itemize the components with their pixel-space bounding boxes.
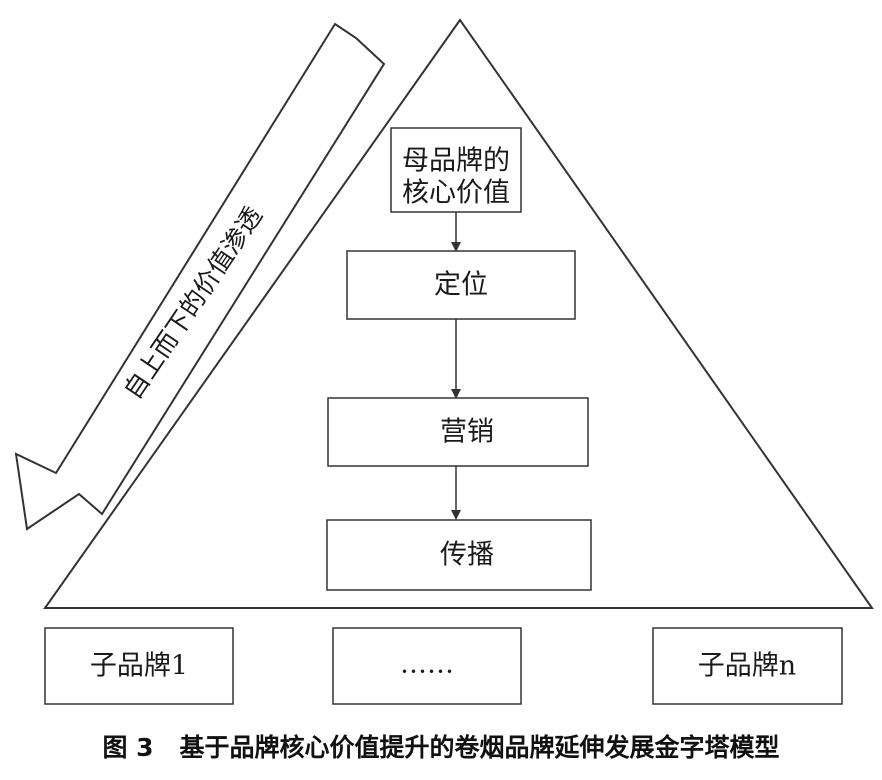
communication-box xyxy=(326,519,592,591)
positioning-box xyxy=(346,250,576,320)
sub-brand-box-ellipsis xyxy=(332,627,522,705)
figure-title: 基于品牌核心价值提升的卷烟品牌延伸发展金字塔模型 xyxy=(179,733,780,762)
marketing-box xyxy=(327,397,589,467)
core-value-line1: 母品牌的 xyxy=(402,146,510,177)
pyramid-diagram: 自上而下的价值渗透 母品牌的 核心价值 定位 营销 传播 子品牌1 …… 子品牌… xyxy=(14,18,874,705)
value-penetration-arrow xyxy=(14,22,386,531)
sub-brand-box-n xyxy=(652,627,843,705)
sub-brand-label-1: 子品牌1 xyxy=(90,651,188,682)
sub-brand-box-1 xyxy=(44,627,234,705)
sub-brand-label-ellipsis: …… xyxy=(400,649,454,680)
marketing-label: 营销 xyxy=(440,417,494,448)
positioning-label: 定位 xyxy=(434,270,488,301)
sub-brand-label-n: 子品牌n xyxy=(698,651,796,682)
core-value-line2: 核心价值 xyxy=(402,178,510,209)
communication-label: 传播 xyxy=(440,540,494,571)
figure-caption: 图 3 基于品牌核心价值提升的卷烟品牌延伸发展金字塔模型 xyxy=(0,728,882,764)
figure-number: 图 3 xyxy=(102,733,154,762)
